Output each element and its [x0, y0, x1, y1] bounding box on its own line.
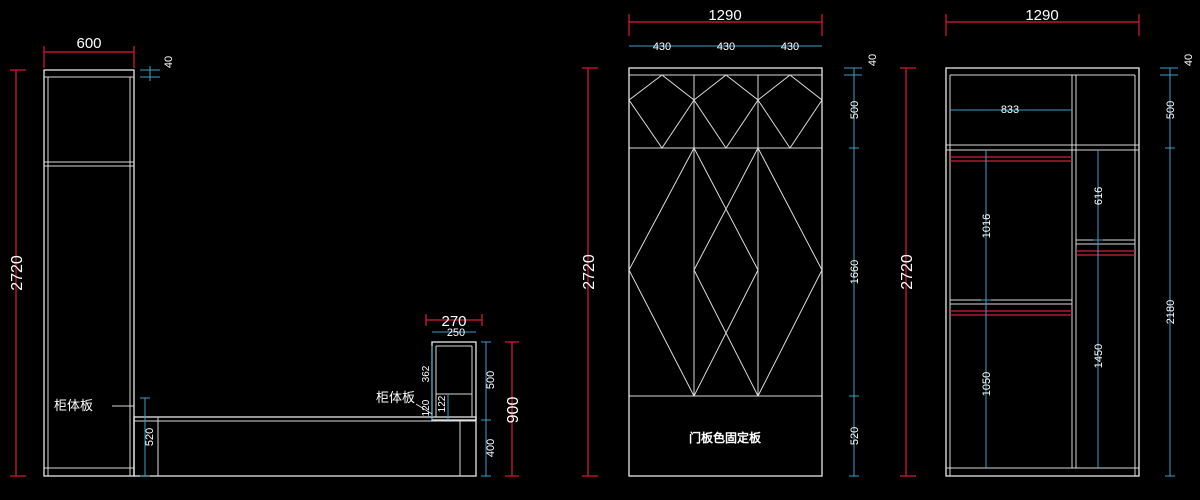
interior-height-label: 2720	[899, 254, 916, 290]
small-total-height-label: 900	[505, 397, 522, 424]
front-upper-height-label: 500	[849, 101, 861, 119]
small-inner-width-label: 250	[447, 327, 465, 339]
interior-shelf-width-label: 833	[1001, 104, 1019, 116]
tall-cabinet-outline	[43, 69, 135, 477]
side-height-label: 2720	[9, 255, 26, 291]
small-slot-a-label: 120	[421, 399, 432, 416]
front-lower-height-label: 520	[849, 427, 861, 445]
side-view: 600 40 2720 柜体板 520	[9, 35, 477, 477]
upper-door-pattern	[628, 74, 823, 149]
front-top-thickness-dim: 40	[844, 54, 879, 76]
side-top-thickness-dim: 40	[140, 56, 175, 81]
front-view: 门板色固定板 1290 430 430 430 2720 40 500 1660…	[581, 7, 879, 477]
interior-top-thickness-label: 40	[1183, 54, 1195, 66]
front-middle-height-label: 1660	[849, 260, 861, 284]
small-cabinet-dims: 270 250 362 120 122 柜体板 500 400 900	[376, 313, 522, 477]
interior-right-lower-label: 1450	[1093, 344, 1105, 368]
interior-left-lower-label: 1050	[981, 372, 993, 396]
small-panel-leader	[415, 403, 433, 415]
interior-top-thickness-dim: 40	[1160, 54, 1195, 76]
side-width-label: 600	[76, 35, 101, 52]
front-panel-width-3: 430	[781, 41, 799, 53]
front-top-thickness-label: 40	[867, 54, 879, 66]
front-panel-width-1: 430	[653, 41, 671, 53]
front-total-width-label: 1290	[708, 7, 741, 24]
front-panel-width-2: 430	[717, 41, 735, 53]
front-outline	[628, 67, 823, 477]
small-upper-inner-label: 362	[421, 365, 432, 382]
base-height-label: 520	[144, 428, 156, 446]
fixed-panel-label: 门板色固定板	[689, 430, 762, 445]
side-panel-label: 柜体板	[54, 399, 93, 414]
small-upper-height-label: 500	[485, 371, 497, 389]
interior-total-width-label: 1290	[1025, 7, 1058, 24]
interior-view: 1290 833 2720 1016 1050 616 1450 40 500 …	[899, 7, 1195, 477]
side-top-thickness-label: 40	[163, 56, 175, 68]
lower-door-pattern	[628, 147, 823, 397]
interior-right-upper-label: 616	[1093, 187, 1105, 205]
bench-outline	[133, 416, 477, 477]
hanging-rails	[950, 156, 1135, 316]
front-height-label: 2720	[581, 254, 598, 290]
interior-lower-total-label: 2180	[1165, 300, 1177, 324]
interior-outline	[945, 67, 1140, 477]
interior-left-upper-label: 1016	[981, 214, 993, 238]
small-slot-b-label: 122	[437, 395, 448, 412]
interior-upper-height-label: 500	[1165, 101, 1177, 119]
small-lower-height-label: 400	[485, 439, 497, 457]
small-panel-label: 柜体板	[376, 391, 415, 406]
small-outer-width-label: 270	[441, 313, 466, 330]
